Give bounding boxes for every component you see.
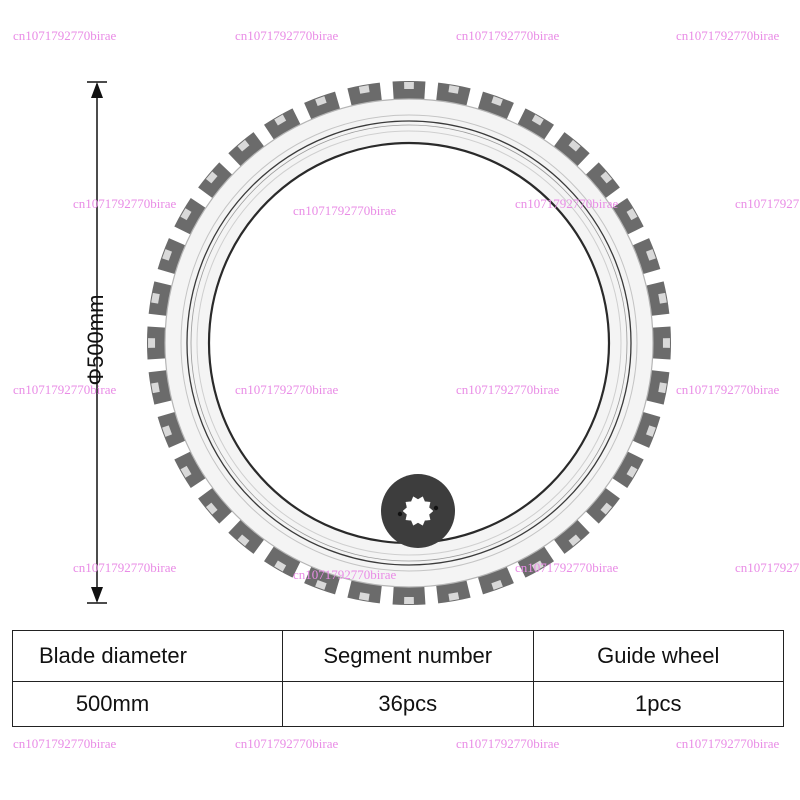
segment-notch — [404, 82, 414, 90]
segment — [550, 132, 590, 171]
segment — [514, 108, 554, 145]
segment-notch — [448, 85, 460, 94]
header-blade-diameter: Blade diameter — [12, 630, 283, 682]
segment-notch — [358, 85, 370, 94]
segment-notch — [626, 465, 638, 478]
segment — [228, 515, 268, 554]
segment — [607, 198, 644, 238]
arrow-up-icon — [91, 82, 103, 98]
value-guide-wheel: 1pcs — [532, 681, 784, 727]
watermark: cn1071792770birae — [235, 736, 339, 751]
value-segment-number: 36pcs — [282, 681, 534, 727]
segment-notch — [568, 534, 581, 547]
arrow-down-icon — [91, 587, 103, 603]
segment-notch — [162, 249, 172, 261]
segment — [581, 162, 620, 202]
segment — [581, 484, 620, 524]
segment — [228, 132, 268, 171]
segment-notch — [358, 592, 370, 601]
segment-notch — [274, 560, 287, 572]
segment-notch — [148, 338, 156, 348]
segment-notch — [658, 292, 667, 304]
segment — [198, 162, 237, 202]
segment-notch — [315, 580, 327, 590]
segment — [198, 484, 237, 524]
blade-body — [164, 98, 654, 588]
segment — [174, 198, 211, 238]
spec-table: Blade diameter Segment number Guide whee… — [12, 630, 784, 727]
segment-notch — [404, 596, 414, 604]
blade-segments — [147, 81, 672, 605]
watermark: cn1071792770birae — [13, 736, 117, 751]
segment — [264, 541, 304, 578]
segment-notch — [491, 96, 503, 106]
segment-notch — [237, 139, 250, 152]
segment-notch — [205, 171, 218, 184]
segment-notch — [151, 382, 160, 394]
header-guide-wheel: Guide wheel — [532, 630, 784, 682]
segment-notch — [491, 580, 503, 590]
segment-notch — [626, 208, 638, 221]
segment-notch — [658, 382, 667, 394]
header-segment-number: Segment number — [282, 630, 534, 682]
segment-notch — [180, 465, 192, 478]
table-header-row: Blade diameter Segment number Guide whee… — [12, 630, 784, 682]
segment-notch — [205, 502, 218, 515]
segment-notch — [315, 96, 327, 106]
segment-notch — [600, 171, 613, 184]
segment-notch — [600, 502, 613, 515]
table-row: 500mm 36pcs 1pcs — [12, 681, 784, 727]
segment — [264, 108, 304, 145]
guide-wheel — [381, 474, 455, 548]
segment-notch — [162, 425, 172, 437]
segment-notch — [448, 592, 460, 601]
watermark: cn1071792770birae — [676, 736, 780, 751]
segment-notch — [531, 114, 544, 126]
segment — [550, 515, 590, 554]
segment-notch — [151, 292, 160, 304]
blade-drawing — [87, 81, 672, 605]
dimension-line — [87, 81, 107, 604]
segment-notch — [662, 338, 670, 348]
value-blade-diameter: 500mm — [12, 681, 283, 727]
spline-hole-icon — [402, 496, 434, 526]
segment — [174, 448, 211, 488]
segment-notch — [531, 560, 544, 572]
segment-notch — [180, 208, 192, 221]
watermark: cn1071792770birae — [456, 736, 560, 751]
segment-notch — [646, 425, 656, 437]
segment — [607, 448, 644, 488]
diameter-dimension-label: Φ500mm — [83, 294, 108, 386]
segment-notch — [568, 139, 581, 152]
segment-notch — [274, 114, 287, 126]
segment — [514, 541, 554, 578]
segment-notch — [237, 534, 250, 547]
segment-notch — [646, 249, 656, 261]
